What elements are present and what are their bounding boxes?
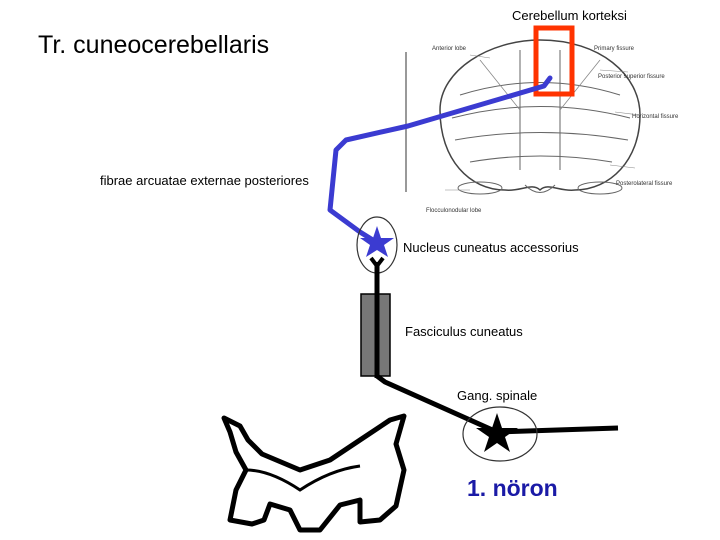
posterolateral-fissure-label: Posterolateral fissure (616, 181, 673, 187)
ganglion-label: Gang. spinale (457, 388, 538, 403)
tract-path (327, 75, 553, 245)
horizontal-fissure-label: Horizontal fissure (632, 114, 679, 120)
cerebellum-cortex-label: Cerebellum korteksi (512, 8, 627, 23)
nucleus-label: Nucleus cuneatus accessorius (403, 240, 579, 255)
ganglion-process (375, 374, 619, 435)
cerebellum-outline (439, 39, 641, 192)
anterior-lobe-label: Anterior lobe (432, 46, 467, 52)
nucleus-star (360, 226, 394, 257)
ganglion-star (476, 413, 518, 452)
cerebellum-figure: Anterior lobe Primary fissure Posterior … (405, 39, 679, 214)
first-neuron-label: 1. nöron (467, 475, 558, 501)
spinal-cord-inner (245, 464, 361, 492)
cerebellum-figure-frame (405, 52, 407, 192)
posterior-superior-fissure-label: Posterior superior fissure (598, 74, 665, 80)
flocculonodular-lobe-label: Flocculonodular lobe (426, 208, 482, 214)
page-title: Tr. cuneocerebellaris (38, 31, 270, 59)
fasciculus-label: Fasciculus cuneatus (405, 324, 523, 339)
spinal-cord-outline (221, 413, 407, 533)
flocculus-left (457, 181, 503, 195)
primary-fissure-label: Primary fissure (594, 46, 635, 52)
ganglion-circle (462, 406, 538, 462)
axon-terminal (369, 256, 385, 270)
flocculus-right (577, 181, 623, 195)
cortex-highlight-box (533, 25, 575, 97)
fibrae-label: fibrae arcuatae externae posteriores (100, 173, 309, 188)
